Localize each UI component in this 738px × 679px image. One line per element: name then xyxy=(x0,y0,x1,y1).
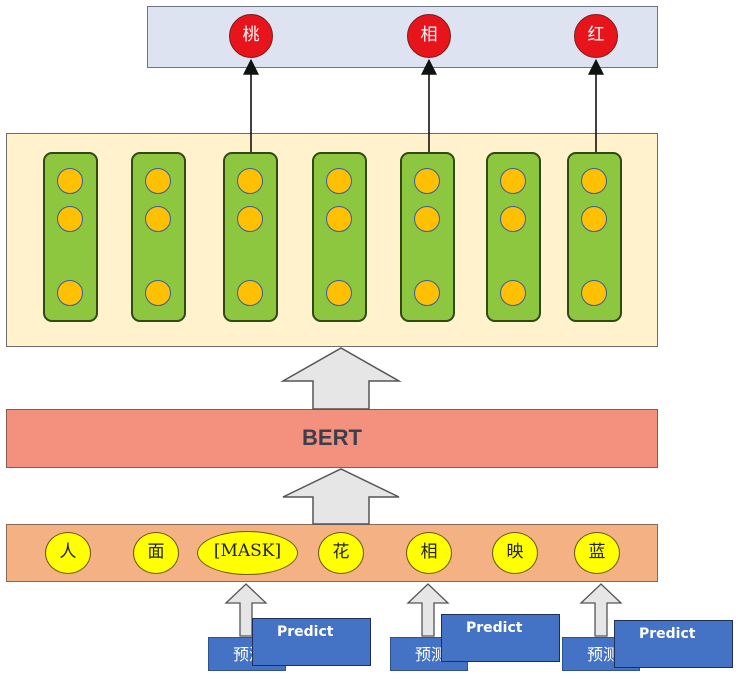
input-token-6: 映 xyxy=(492,532,538,574)
input-token-7: 蓝 xyxy=(574,532,620,574)
vector-dot xyxy=(326,280,352,306)
small-arrow-2 xyxy=(406,583,450,637)
vector-dot xyxy=(500,168,526,194)
vector-dot xyxy=(581,206,607,232)
overlay-box-1: Predict xyxy=(252,618,371,666)
vector-dot xyxy=(145,280,171,306)
vector-dot xyxy=(237,206,263,232)
block-arrow-bert-to-input xyxy=(282,468,400,525)
vector-dot xyxy=(326,168,352,194)
vector-dot xyxy=(237,168,263,194)
small-arrow-3 xyxy=(579,583,623,637)
vector-dot xyxy=(145,206,171,232)
bert-label: BERT xyxy=(302,425,362,450)
output-node-3: 红 xyxy=(574,14,618,58)
vector-dot xyxy=(414,168,440,194)
vector-dot xyxy=(326,206,352,232)
bert-model-block: BERT xyxy=(6,409,658,468)
vector-dot xyxy=(57,206,83,232)
vector-dot xyxy=(500,280,526,306)
input-token-4: 花 xyxy=(318,532,364,574)
vector-dot xyxy=(500,206,526,232)
vector-dot xyxy=(581,168,607,194)
block-arrow-hidden-to-bert xyxy=(280,347,402,410)
overlay-box-3: Predict xyxy=(614,620,733,668)
overlay-box-2: Predict xyxy=(441,614,560,662)
vector-dot xyxy=(57,168,83,194)
vector-dot xyxy=(145,168,171,194)
vector-dot xyxy=(414,280,440,306)
vector-dot xyxy=(581,280,607,306)
output-node-1: 桃 xyxy=(229,14,273,58)
input-token-1: 人 xyxy=(45,532,91,574)
vector-dot xyxy=(414,206,440,232)
input-token-mask: [MASK] xyxy=(197,531,298,575)
input-token-2: 面 xyxy=(133,532,179,574)
vector-dot xyxy=(57,280,83,306)
output-node-2: 相 xyxy=(407,14,451,58)
vector-dot xyxy=(237,280,263,306)
input-token-5: 相 xyxy=(406,532,452,574)
